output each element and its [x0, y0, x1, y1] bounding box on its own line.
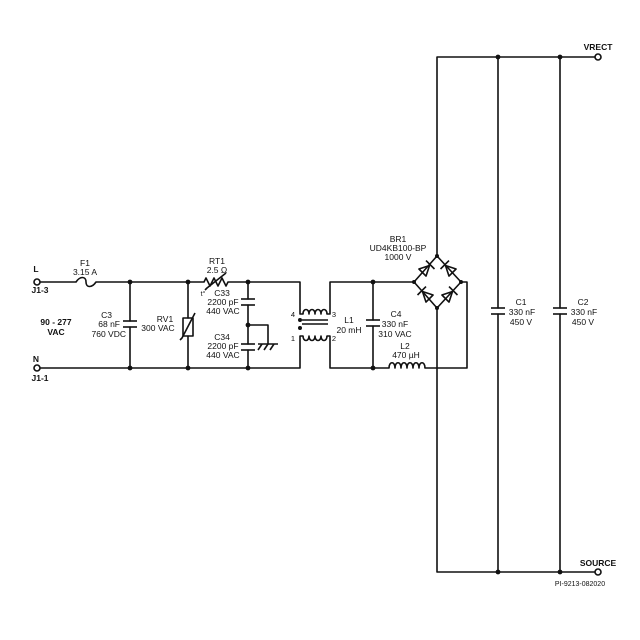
l1-value: 20 mH — [336, 325, 361, 335]
capacitor-c34: C34 2200 pF 440 VAC — [206, 332, 255, 360]
varistor-rv1: RV1 300 VAC — [141, 312, 196, 341]
c34-ref: C34 — [214, 332, 230, 342]
input-voltage-label: 90 - 277 VAC — [40, 317, 71, 337]
f1-value: 3.15 A — [73, 267, 97, 277]
varistor-body — [182, 317, 194, 337]
br1-rating: 1000 V — [385, 252, 412, 262]
l2-value: 470 µH — [392, 350, 420, 360]
thermistor-rt1: t° RT1 2.5 Ω — [201, 256, 229, 298]
c2-ref: C2 — [578, 297, 589, 307]
l1-pin-3: 3 — [332, 310, 336, 319]
capacitor-c33: C33 2200 pF 440 VAC — [206, 288, 255, 316]
f1-ref: F1 — [80, 258, 90, 268]
common-mode-choke-l1: 4 1 3 2 L1 20 mH — [291, 308, 362, 343]
ground-symbol — [257, 343, 278, 351]
c4-rating: 310 VAC — [378, 329, 411, 339]
l1-pin-2: 2 — [332, 334, 336, 343]
l1-pin-1: 1 — [291, 334, 295, 343]
terminal-neutral-name: N — [33, 354, 39, 364]
c34-value: 2200 pF — [207, 341, 238, 351]
fuse-symbol — [75, 276, 97, 288]
terminal-source: SOURCE — [580, 558, 617, 576]
thermistor-slash — [204, 272, 227, 291]
c33-rating: 440 VAC — [206, 306, 239, 316]
c1-ref: C1 — [516, 297, 527, 307]
c34-rating: 440 VAC — [206, 350, 239, 360]
terminal-source-label: SOURCE — [580, 558, 617, 568]
c4-ref: C4 — [391, 309, 402, 319]
br1-ref: BR1 — [390, 234, 407, 244]
polarity-dot — [298, 326, 302, 330]
c3-value: 68 nF — [98, 319, 120, 329]
wiring — [39, 56, 596, 573]
input-voltage-range: 90 - 277 — [40, 317, 71, 327]
choke-winding-top — [302, 308, 328, 315]
rv1-value: 300 VAC — [141, 323, 174, 333]
c4-value: 330 nF — [382, 319, 408, 329]
terminal-line-name: L — [33, 264, 38, 274]
diode — [439, 259, 457, 277]
rt1-temp-mark: t° — [201, 290, 206, 298]
rv1-ref: RV1 — [157, 314, 174, 324]
fuse-f1: F1 3.15 A — [73, 258, 97, 288]
diode — [416, 285, 434, 303]
bridge-outline — [413, 255, 462, 309]
capacitor-c2: C2 330 nF 450 V — [553, 297, 597, 327]
rt1-ref: RT1 — [209, 256, 225, 266]
input-voltage-unit: VAC — [47, 327, 64, 337]
c33-value: 2200 pF — [207, 297, 238, 307]
c3-ref: C3 — [101, 310, 112, 320]
terminal-neutral: N J1-1 — [31, 354, 48, 383]
inductor-coil — [388, 361, 426, 369]
br1-part: UD4KB100-BP — [370, 243, 427, 253]
c2-value: 330 nF — [571, 307, 597, 317]
resistor-zigzag — [203, 277, 229, 287]
bridge-rectifier-br1: BR1 UD4KB100-BP 1000 V — [370, 234, 462, 309]
diode — [418, 259, 436, 277]
terminal-neutral-pin: J1-1 — [31, 373, 48, 383]
drawing-number: PI-9213-082020 — [555, 581, 605, 588]
polarity-dot — [298, 318, 302, 322]
l1-ref: L1 — [344, 315, 354, 325]
varistor-slash — [179, 312, 196, 341]
terminal-line: L J1-3 — [31, 264, 48, 295]
diode — [441, 285, 459, 303]
capacitor-c4: C4 330 nF 310 VAC — [366, 309, 412, 339]
c1-value: 330 nF — [509, 307, 535, 317]
rt1-value: 2.5 Ω — [207, 265, 228, 275]
c3-rating: 760 VDC — [92, 329, 127, 339]
terminal-line-pin: J1-3 — [31, 285, 48, 295]
choke-winding-bottom — [302, 335, 328, 342]
capacitor-c3: C3 68 nF 760 VDC — [92, 310, 137, 339]
c1-rating: 450 V — [510, 317, 533, 327]
c33-ref: C33 — [214, 288, 230, 298]
c2-rating: 450 V — [572, 317, 595, 327]
capacitor-c1: C1 330 nF 450 V — [491, 297, 535, 327]
l1-pin-4: 4 — [291, 310, 295, 319]
terminal-vrect-label: VRECT — [584, 42, 614, 52]
terminal-vrect: VRECT — [584, 42, 614, 61]
l2-ref: L2 — [400, 341, 410, 351]
inductor-l2: L2 470 µH — [388, 341, 426, 369]
